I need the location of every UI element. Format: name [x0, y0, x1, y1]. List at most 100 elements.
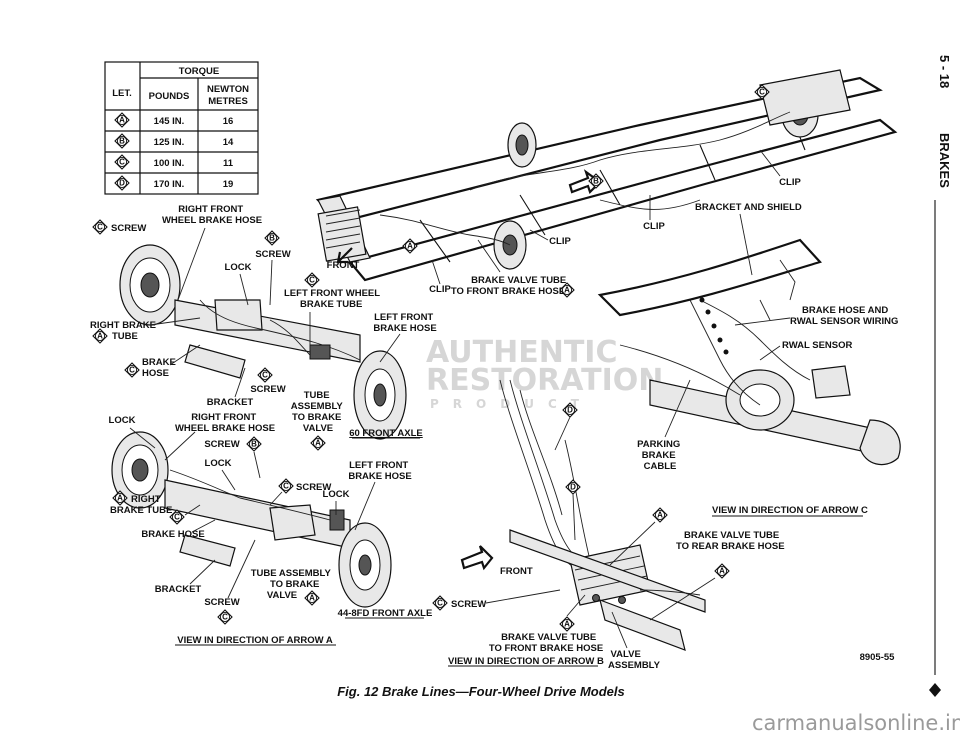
label-bracket-and-shield: BRACKET AND SHIELD	[695, 202, 802, 213]
table-header-pounds: POUNDS	[149, 91, 190, 102]
label-front-bottom: FRONT	[500, 566, 533, 577]
table-header-newton: NEWTON	[207, 84, 249, 95]
svg-text:A: A	[407, 242, 413, 251]
label-screw-3: SCREW	[250, 384, 285, 395]
label-tube-assembly-2: TUBE ASSEMBLY TO BRAKE VALVE	[251, 568, 334, 601]
clip-label-group: CLIP CLIP CLIP CLIP	[429, 149, 801, 295]
label-screw-7: SCREW	[451, 599, 486, 610]
svg-text:B: B	[593, 177, 599, 186]
svg-text:A: A	[564, 620, 570, 629]
section-title: BRAKES	[937, 133, 952, 188]
table-cell-pounds: 170 IN.	[154, 179, 185, 190]
label-right-front-wheel-hose: RIGHT FRONT WHEEL BRAKE HOSE	[162, 204, 262, 226]
svg-text:C: C	[97, 223, 103, 232]
table-cell-newton: 14	[223, 137, 234, 148]
label-60-front-axle: 60 FRONT AXLE	[349, 428, 423, 439]
svg-text:C: C	[309, 276, 315, 285]
label-screw-2: SCREW	[255, 249, 290, 260]
label-brake-valve-tube-front-2: BRAKE VALVE TUBE TO FRONT BRAKE HOSE	[489, 632, 603, 654]
svg-text:A: A	[315, 439, 321, 448]
rear-axle-illustration	[597, 238, 901, 466]
watermark-line2: RESTORATION	[426, 363, 663, 398]
label-lock-1: LOCK	[225, 262, 252, 273]
label-valve-assembly: VALVE ASSEMBLY	[608, 649, 661, 671]
label-left-front-brake-hose-2: LEFT FRONT BRAKE HOSE	[348, 460, 411, 482]
letter-badge: D	[119, 179, 125, 188]
label-clip-2: CLIP	[643, 221, 665, 232]
label-bracket-1: BRACKET	[207, 397, 254, 408]
svg-text:C: C	[283, 482, 289, 491]
letter-badge: C	[119, 158, 125, 167]
label-brake-hose-rwal: BRAKE HOSE AND RWAL SENSOR WIRING	[790, 305, 898, 327]
valve-assembly-illustration	[499, 379, 706, 651]
svg-text:C: C	[174, 513, 180, 522]
svg-text:A: A	[564, 286, 570, 295]
label-left-front-wheel-tube: LEFT FRONT WHEEL BRAKE TUBE	[284, 288, 383, 310]
watermark-line1: AUTHENTIC	[426, 335, 617, 370]
front-axle-44-illustration	[111, 431, 392, 608]
table-row: B 125 IN. 14	[114, 133, 234, 149]
label-brake-hose-2: BRAKE HOSE	[141, 529, 204, 540]
table-cell-pounds: 145 IN.	[154, 116, 185, 127]
svg-text:C: C	[759, 88, 765, 97]
label-clip-4: CLIP	[429, 284, 451, 295]
label-screw-6: SCREW	[204, 597, 239, 608]
table-header-metres: METRES	[208, 96, 248, 107]
label-view-arrow-c: VIEW IN DIRECTION OF ARROW C	[712, 505, 868, 516]
label-lock-3: LOCK	[205, 458, 232, 469]
page-side-header: 5 - 18 BRAKES	[937, 55, 952, 188]
table-cell-newton: 19	[223, 179, 234, 190]
label-figure-code: 8905-55	[860, 652, 896, 663]
label-screw-1: SCREW	[111, 223, 146, 234]
letter-badge: A	[119, 116, 125, 125]
letter-badge: B	[119, 137, 125, 146]
label-parking-brake-cable: PARKING BRAKE CABLE	[637, 439, 683, 472]
svg-text:B: B	[269, 234, 275, 243]
svg-text:A: A	[657, 511, 663, 520]
label-lock-2: LOCK	[109, 415, 136, 426]
label-right-front-wheel-hose-2: RIGHT FRONT WHEEL BRAKE HOSE	[175, 412, 275, 434]
label-clip-1: CLIP	[779, 177, 801, 188]
label-44-front-axle: 44-8FD FRONT AXLE	[338, 608, 433, 619]
label-left-front-brake-hose: LEFT FRONT BRAKE HOSE	[373, 312, 436, 334]
svg-text:C: C	[222, 613, 228, 622]
label-right-brake-tube-2: RIGHT BRAKE TUBE	[110, 494, 172, 516]
svg-text:A: A	[97, 332, 103, 341]
table-row: D 170 IN. 19	[114, 175, 234, 191]
label-clip-3: CLIP	[549, 236, 571, 247]
torque-table: LET. TORQUE POUNDS NEWTON METRES A 145 I…	[104, 61, 259, 195]
label-brake-valve-tube-rear: BRAKE VALVE TUBE TO REAR BRAKE HOSE	[676, 530, 785, 552]
svg-text:A: A	[117, 494, 123, 503]
label-rwal-sensor: RWAL SENSOR	[782, 340, 853, 351]
svg-text:C: C	[129, 366, 135, 375]
table-row: C 100 IN. 11	[114, 154, 234, 170]
label-right-brake-tube: RIGHT BRAKE TUBE	[90, 320, 159, 342]
svg-text:C: C	[262, 371, 268, 380]
label-screw-5: SCREW	[296, 482, 331, 493]
table-cell-newton: 16	[223, 116, 234, 127]
front-axle-60-illustration	[119, 244, 407, 440]
label-screw-4: SCREW	[204, 439, 239, 450]
diamond-marker-icon	[929, 683, 941, 697]
table-header-torque: TORQUE	[179, 66, 219, 77]
table-cell-newton: 11	[223, 158, 234, 169]
svg-text:A: A	[719, 567, 725, 576]
label-tube-assembly-1: TUBE ASSEMBLY TO BRAKE VALVE	[291, 390, 345, 434]
chassis-frame-illustration: B C A	[315, 69, 898, 282]
label-brake-hose-1: BRAKE HOSE	[142, 357, 178, 379]
svg-text:A: A	[309, 594, 315, 603]
page-number: 5 - 18	[937, 55, 952, 88]
table-cell-pounds: 100 IN.	[154, 158, 185, 169]
label-view-arrow-a: VIEW IN DIRECTION OF ARROW A	[177, 635, 333, 646]
svg-text:C: C	[437, 599, 443, 608]
table-cell-pounds: 125 IN.	[154, 137, 185, 148]
svg-text:D: D	[570, 483, 576, 492]
label-front-top: FRONT	[327, 260, 360, 271]
label-brake-valve-tube-front-hose: BRAKE VALVE TUBE TO FRONT BRAKE HOSE	[451, 275, 569, 297]
svg-text:B: B	[251, 440, 257, 449]
table-row: A 145 IN. 16	[114, 112, 234, 128]
table-header-let: LET.	[112, 88, 132, 99]
watermark-line3: PRODUCT	[430, 397, 593, 411]
site-watermark: carmanualsonline.info	[752, 711, 960, 735]
